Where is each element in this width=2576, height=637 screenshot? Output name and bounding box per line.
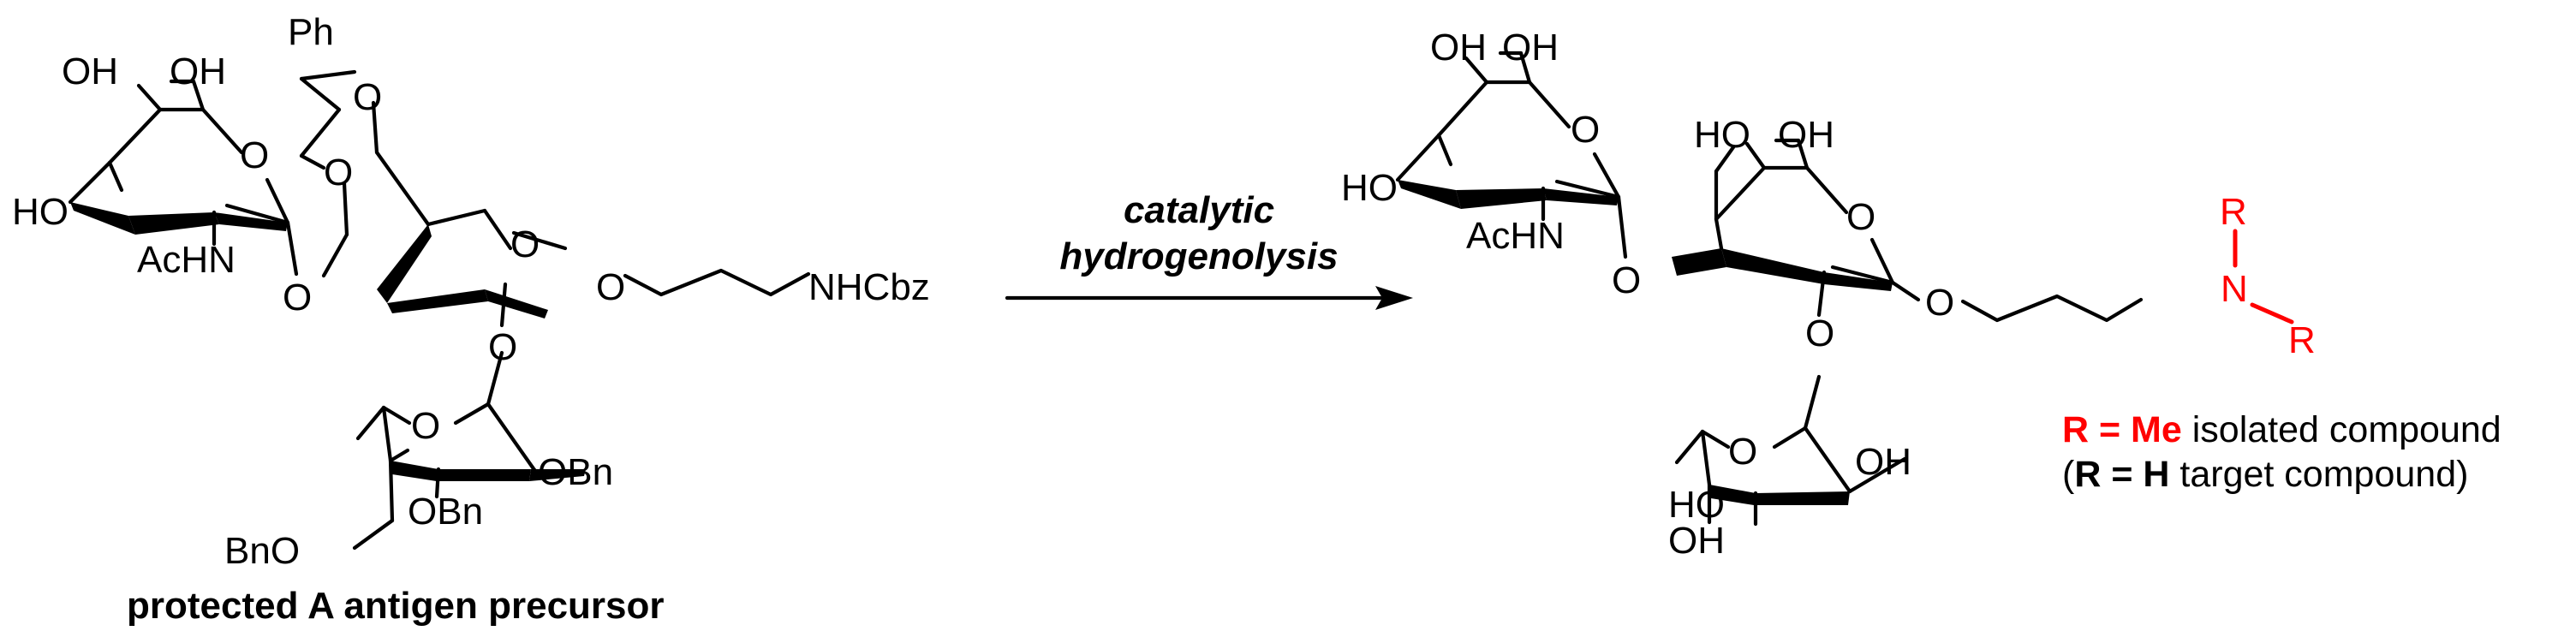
hydroxyl-label: OH	[1778, 114, 1834, 156]
legend-line-2: (R = H target compound)	[2062, 454, 2468, 495]
reactant-wedges	[70, 202, 586, 481]
phenyl-label: Ph	[288, 11, 334, 53]
acetal-oxygen-label: O	[324, 152, 353, 193]
ring-oxygen-label: O	[240, 134, 269, 176]
glycosidic-oxygen-label: O	[1805, 313, 1834, 354]
glycosidic-oxygen-label: O	[488, 326, 517, 368]
nitrogen-label: N	[2221, 268, 2248, 310]
reactant-atom-labels: Ph OH OH HO AcHN O O O O O O O NHCbz O O…	[12, 11, 930, 572]
product-structure: OH OH HO AcHN O O HO OH O O O O OH HO OH…	[1341, 27, 2501, 562]
hydroxyl-label: OH	[1668, 520, 1725, 562]
glycosidic-oxygen-label: O	[283, 277, 312, 318]
benzyloxy-label: OBn	[408, 491, 483, 533]
reactant-bonds	[68, 69, 811, 551]
legend-target: target compound)	[2169, 454, 2468, 495]
hydroxyl-label: OH	[1430, 27, 1487, 68]
acetamido-label: AcHN	[137, 239, 236, 281]
hydroxyl-label: OH	[170, 51, 226, 92]
condition-line-2: hydrogenolysis	[1059, 235, 1338, 277]
product-legend: R = Me isolated compound (R = H target c…	[2062, 409, 2501, 495]
ring-oxygen-label: O	[1728, 431, 1757, 473]
reaction-arrow: catalytic hydrogenolysis	[1005, 189, 1413, 310]
hydroxyl-label: HO	[1668, 484, 1725, 526]
nhcbz-label: NHCbz	[808, 266, 930, 308]
legend-r-me: R = Me	[2062, 409, 2182, 450]
amine-group: N R R	[2220, 191, 2316, 361]
product-wedges	[1398, 180, 1893, 505]
r-group-label: R	[2288, 319, 2316, 361]
hydroxyl-label: HO	[12, 191, 69, 233]
ring-oxygen-label: O	[1846, 196, 1875, 238]
reactant-structure: Ph OH OH HO AcHN O O O O O O O NHCbz O O…	[12, 11, 930, 627]
reactant-caption: protected A antigen precursor	[127, 585, 665, 627]
product-atom-labels: OH OH HO AcHN O O HO OH O O O O OH HO OH	[1341, 27, 1954, 562]
legend-isolated: isolated compound	[2182, 409, 2501, 450]
legend-line-1: R = Me isolated compound	[2062, 409, 2501, 450]
acetamido-label: AcHN	[1466, 215, 1565, 257]
ring-oxygen-label: O	[411, 405, 440, 447]
hydroxyl-label: OH	[1502, 27, 1559, 68]
hydroxyl-label: OH	[62, 51, 118, 92]
benzyloxy-label: BnO	[224, 530, 300, 572]
ether-oxygen-label: O	[596, 266, 625, 308]
arrow-head	[1375, 286, 1413, 310]
ring-oxygen-label: O	[1571, 109, 1600, 151]
benzyloxy-label: OBn	[538, 451, 613, 493]
product-bonds	[1395, 51, 2144, 527]
hydroxyl-label: HO	[1341, 167, 1398, 209]
hydroxyl-label: HO	[1694, 114, 1750, 156]
glycosidic-oxygen-label: O	[1612, 259, 1641, 301]
ether-oxygen-label: O	[1925, 282, 1954, 324]
acetal-oxygen-label: O	[353, 76, 382, 118]
condition-line-1: catalytic	[1124, 189, 1274, 231]
r-group-label: R	[2220, 191, 2247, 233]
hydroxyl-label: OH	[1855, 441, 1911, 483]
legend-paren: (	[2062, 454, 2075, 495]
legend-r-h: R = H	[2074, 454, 2169, 495]
ring-oxygen-label: O	[510, 223, 540, 265]
